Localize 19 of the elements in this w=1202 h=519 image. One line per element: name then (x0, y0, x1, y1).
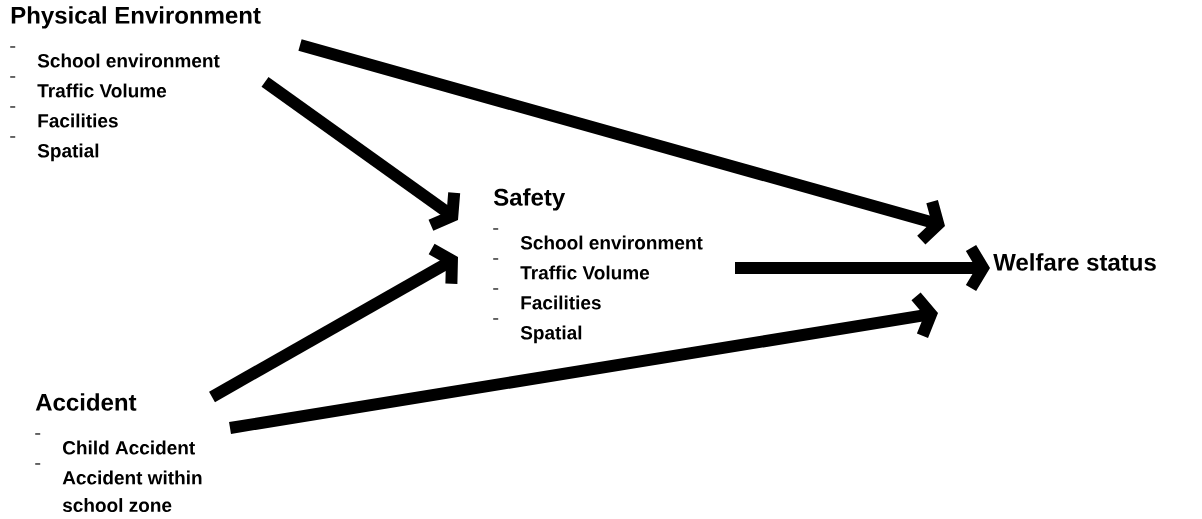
list-item: School environment (520, 235, 703, 250)
arrow (209, 243, 458, 403)
arrow (229, 292, 938, 434)
node-heading: Welfare status (993, 253, 1156, 271)
list-item: Spatial (520, 325, 582, 344)
list-item: Traffic Volume (520, 265, 650, 280)
list-item: Traffic Volume (37, 83, 167, 98)
node-heading: Accident (35, 393, 137, 411)
list-item: Facilities (38, 113, 118, 128)
list-item: School environment (37, 53, 220, 68)
list-item: Accident within school zone (62, 470, 202, 513)
list-item: Child Accident (63, 440, 195, 455)
arrow (735, 244, 990, 292)
arrow (261, 77, 461, 231)
list-item: Facilities (521, 295, 601, 310)
node-heading: Safety (493, 188, 566, 211)
node-heading: Physical Environment (11, 6, 261, 29)
arrow (298, 39, 945, 245)
list-item: Spatial (37, 143, 99, 162)
